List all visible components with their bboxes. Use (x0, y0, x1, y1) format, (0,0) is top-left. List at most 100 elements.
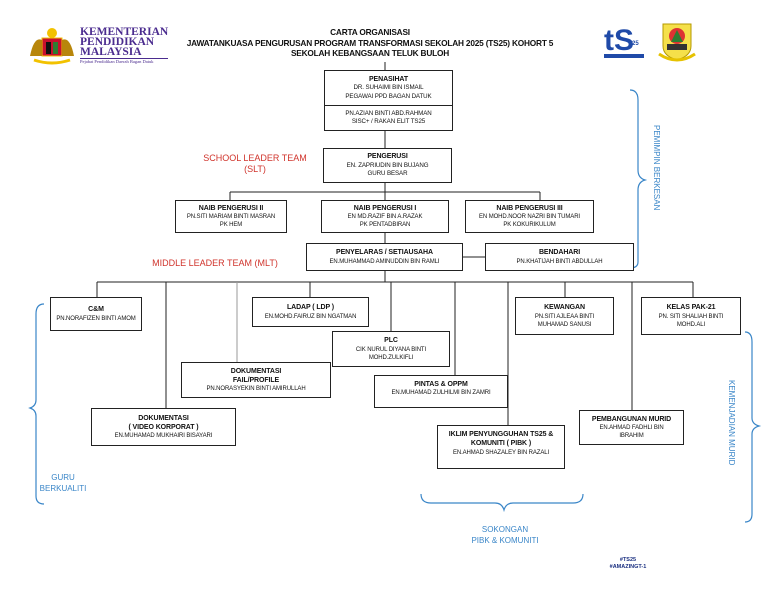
node-name: EN.MUHAMMAD AMINUDDIN BIN RAMLI (329, 258, 440, 265)
hashtag-ts25: #TS25 (619, 557, 637, 563)
node-title: PINTAS & OPPM (414, 381, 468, 388)
svg-text:tS: tS (604, 24, 634, 57)
node-title: KELAS PAK-21 (666, 304, 716, 312)
node-name: PN.NORAFIZEN BINTI AMOM (56, 315, 136, 322)
node-pengerusi: PENGERUSI EN. ZAPRIUDIN BIN BUJANG GURU … (323, 148, 452, 183)
brace-kemenjadian (744, 331, 762, 523)
node-title: NAIB PENGERUSI II (198, 204, 264, 212)
node-naib-pengerusi-2: NAIB PENGERUSI II PN.SITI MARIAM BINTI M… (175, 200, 287, 233)
kpm-sub: Pejabat Pendidikan Daerah Bagan Datuk (80, 58, 169, 65)
node-name: PN.KHATIJAH BINTI ABDULLAH (516, 258, 603, 265)
node-naib-pengerusi-3: NAIB PENGERUSI III EN MOHD.NOOR NAZRI BI… (465, 200, 594, 233)
guru-label-line1: GURU (51, 473, 75, 482)
node-pembangunan-murid: PEMBANGUNAN MURID EN.AHMAD FADHLI BIN IB… (579, 410, 684, 445)
guru-berkualiti-label: GURU BERKUALITI (38, 472, 88, 494)
node-name: PN.SITI AJLEAA BINTI (534, 313, 595, 320)
brace-guru (28, 303, 45, 505)
node-name: CIK NURUL DIYANA BINTI (355, 346, 427, 353)
node-name: EN. ZAPRIUDIN BIN BUJANG (346, 161, 429, 169)
node-title: PENGERUSI (367, 153, 408, 161)
mlt-label: MIDDLE LEADER TEAM (MLT) (152, 258, 278, 268)
node-plc: PLC CIK NURUL DIYANA BINTI MOHD.ZULKIFLI (332, 331, 450, 367)
malaysia-coat-of-arms-icon (26, 26, 78, 66)
node-title: PEMBANGUNAN MURID (591, 415, 672, 423)
node-name-cont: MUHAMAD SANUSI (537, 321, 592, 328)
node-subtitle: ( VIDEO KORPORAT ) (128, 423, 199, 431)
node-title: NAIB PENGERUSI I (353, 204, 417, 212)
slt-label-text: SCHOOL LEADER TEAM (203, 153, 307, 163)
node-bendahari: BENDAHARI PN.KHATIJAH BINTI ABDULLAH (485, 243, 634, 271)
school-name: SEKOLAH KEBANGSAAN TELUK BULOH (290, 48, 450, 58)
node-title: IKLIM PENYUNGGUHAN TS25 & (448, 431, 554, 438)
node-name: PN.AZIAN BINTI ABD.RAHMAN (345, 109, 432, 117)
node-name: EN.MOHD.FAIRUZ BIN NGATMAN (264, 313, 357, 320)
sokongan-label-line1: SOKONGAN (481, 525, 529, 534)
node-role: PEGAWAI PPD BAGAN DATUK (345, 92, 432, 100)
brace-sokongan (420, 493, 584, 513)
footer-hashtags: #TS25 #AMAZINGT-1 (598, 557, 658, 571)
node-sisc: PN.AZIAN BINTI ABD.RAHMAN SISC+ / RAKAN … (325, 106, 452, 130)
node-title: KEWANGAN (544, 304, 585, 312)
hashtag-amazing: #AMAZINGT-1 (609, 564, 647, 570)
school-crest-icon (657, 22, 697, 64)
chart-header: CARTA ORGANISASI JAWATANKUASA PENGURUSAN… (170, 27, 570, 59)
guru-label-line2: BERKUALITI (39, 484, 87, 493)
kpm-line2: PENDIDIKAN (80, 36, 155, 48)
node-title: PLC (384, 337, 398, 345)
slt-label-abbr: (SLT) (244, 164, 266, 174)
node-name: EN.MUHAMAD ZULHILMI BIN ZAMRI (391, 390, 491, 397)
node-cm: C&M PN.NORAFIZEN BINTI AMOM (50, 297, 142, 331)
node-name: EN MOHD.NOOR NAZRI BIN TUMARI (479, 214, 580, 221)
kpm-line3: MALAYSIA (80, 46, 142, 58)
node-iklim-pibk: IKLIM PENYUNGGUHAN TS25 & KOMUNITI ( PIB… (437, 425, 565, 469)
node-name: PN. SITI SHALIAH BINTI (658, 313, 724, 320)
node-dokumentasi-video: DOKUMENTASI ( VIDEO KORPORAT ) EN.MUHAMA… (91, 408, 236, 446)
node-title: C&M (88, 306, 104, 314)
node-dokumentasi-fail: DOKUMENTASI FAIL/PROFILE PN.NORASYEKIN B… (181, 362, 331, 398)
node-kewangan: KEWANGAN PN.SITI AJLEAA BINTI MUHAMAD SA… (515, 297, 614, 335)
ts25-logo-icon: tS 25 (604, 22, 644, 60)
node-name-cont: MOHD.ZULKIFLI (368, 354, 414, 361)
sokongan-label: SOKONGAN PIBK & KOMUNITI (450, 524, 560, 546)
node-naib-pengerusi-1: NAIB PENGERUSI I EN MD.RAZIF BIN A.RAZAK… (321, 200, 449, 233)
node-role: PK KOKURIKULUM (503, 222, 556, 229)
node-role: SISC+ / RAKAN ELIT TS25 (351, 118, 426, 125)
node-name-cont: MOHD.ALI (676, 321, 706, 328)
node-name: EN.MUHAMAD MUKHAIRI BISAYARI (114, 433, 213, 440)
node-name-cont: IBRAHIM (619, 433, 644, 440)
node-name: EN MD.RAZIF BIN A.RAZAK (347, 214, 423, 221)
node-name: EN.AHMAD FADHLI BIN (599, 425, 664, 432)
node-role: PK PENTADBIRAN (359, 222, 411, 229)
node-title: PENYELARAS / SETIAUSAHA (336, 249, 433, 257)
node-kelas-pak21: KELAS PAK-21 PN. SITI SHALIAH BINTI MOHD… (641, 297, 741, 335)
node-title: NAIB PENGERUSI III (496, 204, 563, 212)
node-title: DOKUMENTASI (230, 367, 282, 375)
node-title: BENDAHARI (538, 249, 581, 257)
node-name: PN.NORASYEKIN BINTI AMIRULLAH (206, 386, 306, 393)
node-title: PENASIHAT (368, 75, 409, 83)
kemenjadian-murid-label: KEMENJADIAN MURID (727, 380, 736, 466)
node-name: PN.SITI MARIAM BINTI MASRAN (186, 214, 276, 221)
ts25-label: 25 (632, 41, 639, 47)
node-subtitle: FAIL/PROFILE (232, 376, 280, 384)
node-subtitle: KOMUNITI ( PIBK ) (470, 440, 532, 448)
node-penasihat: PENASIHAT DR. SUHAIMI BIN ISMAIL PEGAWAI… (324, 70, 453, 131)
kpm-line1: KEMENTERIAN (80, 26, 169, 38)
node-title: DOKUMENTASI (138, 414, 189, 422)
slt-label: SCHOOL LEADER TEAM (SLT) (195, 153, 315, 175)
page-subtitle: JAWATANKUASA PENGURUSAN PROGRAM TRANSFOR… (186, 37, 554, 48)
node-name: EN.AHMAD SHAZALEY BIN RAZALI (452, 449, 550, 456)
pemimpin-berkesan-label: PEMIMPIN BERKESAN (652, 125, 661, 211)
node-title: LADAP ( LDP ) (286, 304, 335, 312)
brace-pemimpin (629, 89, 648, 269)
node-penyelaras: PENYELARAS / SETIAUSAHA EN.MUHAMMAD AMIN… (306, 243, 463, 271)
sokongan-label-line2: PIBK & KOMUNITI (471, 536, 539, 545)
node-name: DR. SUHAIMI BIN ISMAIL (353, 84, 424, 92)
node-ladap: LADAP ( LDP ) EN.MOHD.FAIRUZ BIN NGATMAN (252, 297, 369, 327)
kpm-logo-text: KEMENTERIAN PENDIDIKAN MALAYSIA Pejabat … (80, 26, 169, 65)
node-role: PK HEM (219, 222, 243, 229)
page-title: CARTA ORGANISASI (330, 27, 410, 37)
node-role: GURU BESAR (367, 170, 408, 178)
node-pintas-oppm: PINTAS & OPPM EN.MUHAMAD ZULHILMI BIN ZA… (374, 375, 508, 408)
